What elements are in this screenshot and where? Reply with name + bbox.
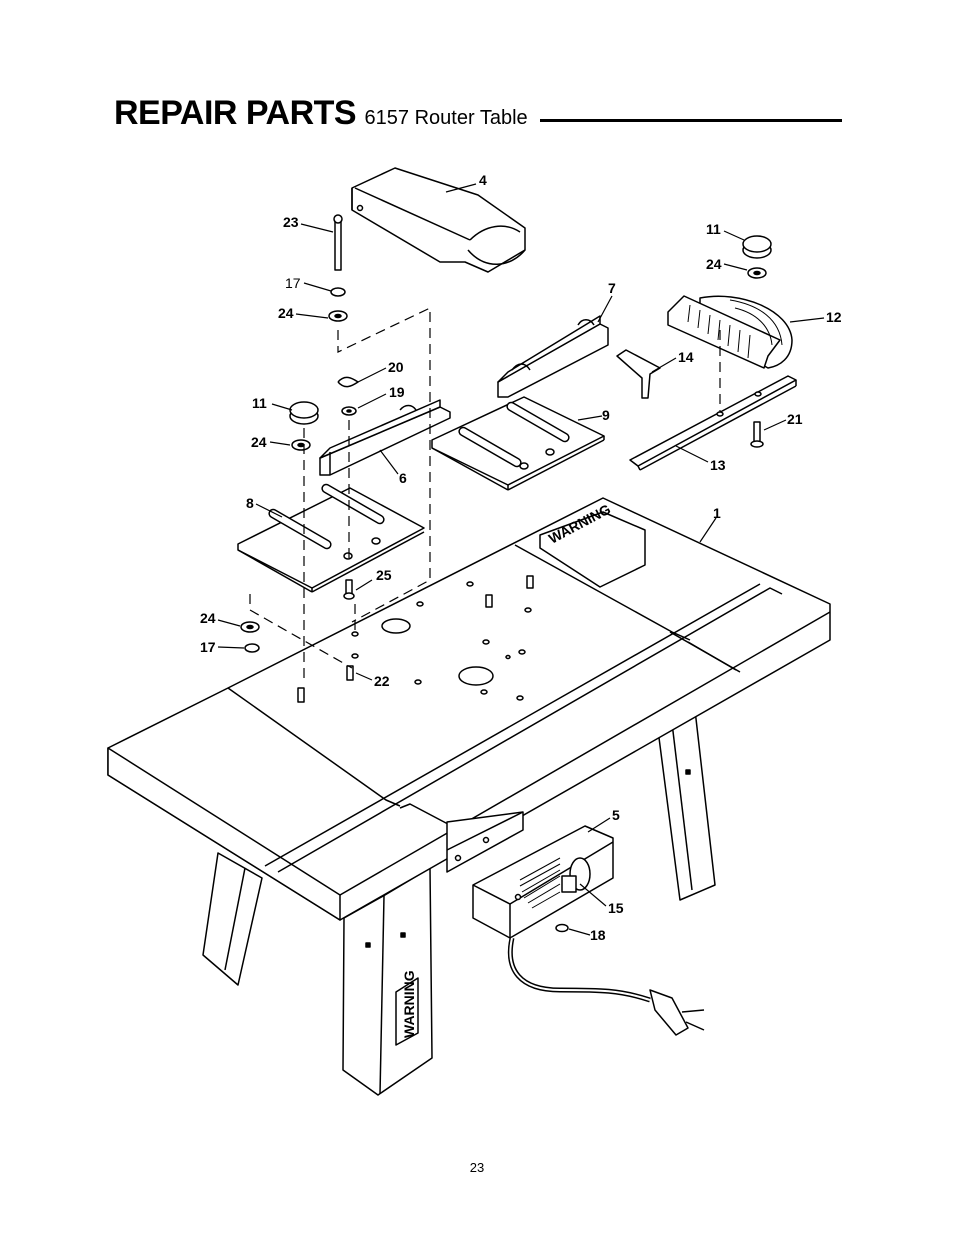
callout-24-lower: 24 <box>200 610 216 626</box>
callout-23: 23 <box>283 214 299 230</box>
washer-24-left <box>291 439 311 451</box>
title-rule <box>540 119 842 122</box>
fence-7 <box>497 315 609 398</box>
callout-18: 18 <box>590 927 606 943</box>
callout-9: 9 <box>602 407 610 423</box>
callout-4: 4 <box>479 172 487 188</box>
callout-24-right: 24 <box>706 256 722 272</box>
title-main: REPAIR PARTS <box>114 94 357 132</box>
callout-19: 19 <box>389 384 405 400</box>
page-title: REPAIR PARTS 6157 Router Table <box>114 96 528 130</box>
title-subtitle: 6157 Router Table <box>364 107 528 129</box>
screw-25 <box>343 579 355 600</box>
bracket-14 <box>616 349 661 399</box>
switch-box <box>446 811 705 1036</box>
fence-6 <box>319 399 451 476</box>
screw-22 <box>346 631 359 681</box>
washer-24-right <box>747 267 767 279</box>
bit-guard <box>351 167 526 273</box>
miter-gauge-12 <box>667 295 793 369</box>
leader-lines <box>217 183 825 936</box>
callout-14: 14 <box>678 349 694 365</box>
callout-25: 25 <box>376 567 392 583</box>
table-leg-front-center <box>342 867 433 1096</box>
callout-12: 12 <box>826 309 842 325</box>
callout-15: 15 <box>608 900 624 916</box>
page-number: 23 <box>469 1160 485 1175</box>
table-leg-back-right <box>657 709 716 901</box>
callout-6: 6 <box>399 470 407 486</box>
hex-nut-17-lower <box>244 643 260 653</box>
table-leg-front-left <box>202 852 263 986</box>
callout-20: 20 <box>388 359 404 375</box>
miter-bar-13 <box>629 375 797 471</box>
washer-24-upper <box>328 310 348 322</box>
callout-11-right: 11 <box>706 221 721 237</box>
washer-24-lower <box>240 621 260 633</box>
callout-1: 1 <box>713 505 721 521</box>
washer-19 <box>341 406 357 416</box>
callout-7: 7 <box>608 280 616 296</box>
callout-5: 5 <box>612 807 620 823</box>
knob-11-left <box>289 401 319 425</box>
callout-24-upper: 24 <box>278 305 294 321</box>
callout-13: 13 <box>710 457 726 473</box>
callout-21: 21 <box>787 411 803 427</box>
callout-8: 8 <box>246 495 254 511</box>
callout-17-upper: 17 <box>285 275 301 291</box>
facing-plate-8 <box>237 483 425 593</box>
knob-11-right <box>742 235 772 259</box>
callout-11-left: 11 <box>252 395 267 411</box>
alignment-lines <box>249 307 721 680</box>
knob-stud-23 <box>333 214 343 271</box>
facing-plate-9 <box>431 396 605 491</box>
warning-label-leg: WARNING <box>401 970 417 1038</box>
screw-21 <box>750 421 764 448</box>
clip-20 <box>337 376 359 388</box>
callout-17-lower: 17 <box>200 639 216 655</box>
callout-22: 22 <box>374 673 390 689</box>
router-table-top <box>107 497 831 921</box>
callout-24-left: 24 <box>251 434 267 450</box>
hex-nut-17-upper <box>330 287 346 297</box>
